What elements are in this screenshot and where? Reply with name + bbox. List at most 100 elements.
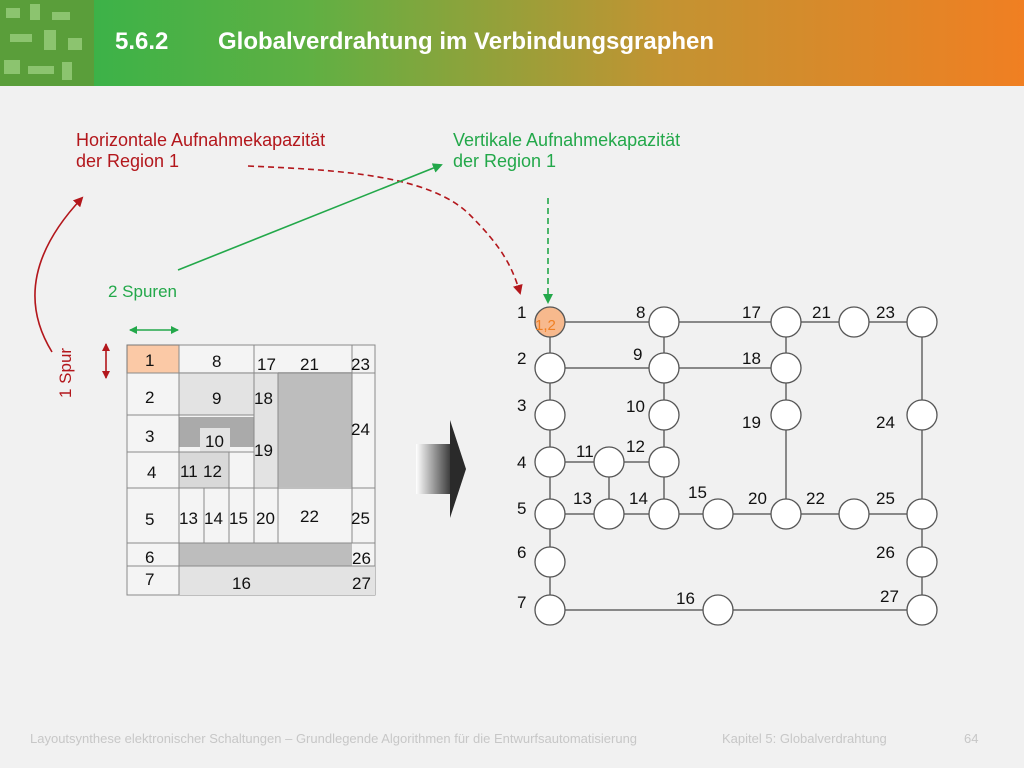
grid-region-7-label: 7 xyxy=(145,570,154,589)
grid-region-25-label: 25 xyxy=(351,509,370,528)
grid-region-14-label: 14 xyxy=(204,509,223,528)
graph-node-2-label: 2 xyxy=(517,349,526,368)
grid-region-18-label: 18 xyxy=(254,389,273,408)
graph-node-21-label: 21 xyxy=(812,303,831,322)
graph-node-7-label: 7 xyxy=(517,593,526,612)
graph-node-9-label: 9 xyxy=(633,345,642,364)
graph-node-22-label: 22 xyxy=(806,489,825,508)
graph-node-27 xyxy=(906,594,938,626)
graph-node-6 xyxy=(534,546,566,578)
graph-node-4-label: 4 xyxy=(517,453,526,472)
footer-course: Layoutsynthese elektronischer Schaltunge… xyxy=(30,731,638,746)
graph-node-16-label: 16 xyxy=(676,589,695,608)
graph-node-21 xyxy=(838,306,870,338)
graph-node-10-label: 10 xyxy=(626,397,645,416)
graph-node-23-label: 23 xyxy=(876,303,895,322)
graph-node-5 xyxy=(534,498,566,530)
graph-node-18-label: 18 xyxy=(742,349,761,368)
graph-node-12-label: 12 xyxy=(626,437,645,456)
grid-region-20-label: 20 xyxy=(256,509,275,528)
horizontal-capacity-arrow xyxy=(247,165,523,295)
graph-node-20-label: 20 xyxy=(748,489,767,508)
graph-node-18 xyxy=(770,352,802,384)
grid-region-9-label: 9 xyxy=(212,389,221,408)
graph-node-15-label: 15 xyxy=(688,483,707,502)
graph-node-15 xyxy=(702,498,734,530)
slide-header: 5.6.2 Globalverdrahtung im Verbindungsgr… xyxy=(0,0,1024,86)
graph-node-14-label: 14 xyxy=(629,489,648,508)
section-number: 5.6.2 xyxy=(115,28,169,55)
graph-node-26 xyxy=(906,546,938,578)
graph-node-16 xyxy=(702,594,734,626)
tracks-to-vertical-arrow xyxy=(177,163,443,271)
capacity-label: 1,2 xyxy=(535,317,556,334)
grid-region-16-label: 16 xyxy=(232,574,251,593)
graph-node-13-label: 13 xyxy=(573,489,592,508)
grid-region-26-label: 26 xyxy=(352,549,371,568)
grid-region-27-label: 27 xyxy=(352,574,371,593)
tracks-label: 2 Spuren xyxy=(108,282,177,301)
grid-region-5-label: 5 xyxy=(145,510,154,529)
graph-node-3 xyxy=(534,399,566,431)
graph-node-13 xyxy=(593,498,625,530)
graph-node-11-label: 11 xyxy=(576,442,594,461)
graph-node-24-label: 24 xyxy=(876,413,895,432)
grid-region-8-label: 8 xyxy=(212,352,221,371)
grid-region-22-label: 22 xyxy=(300,507,319,526)
grid-region-17-label: 17 xyxy=(257,355,276,374)
graph-node-8-label: 8 xyxy=(636,303,645,322)
graph-node-5-label: 5 xyxy=(517,499,526,518)
vertical-capacity-label: Vertikale Aufnahmekapazität der Region 1 xyxy=(453,130,681,171)
graph-node-7 xyxy=(534,594,566,626)
graph-node-4 xyxy=(534,446,566,478)
grid-region-23-label: 23 xyxy=(351,355,370,374)
footer-page: 64 xyxy=(964,731,979,746)
track-to-horizontal-arrow xyxy=(34,196,84,353)
graph-node-17 xyxy=(770,306,802,338)
graph-node-1-label: 1 xyxy=(517,303,526,322)
grid-region-13-label: 13 xyxy=(179,509,198,528)
graph-node-14 xyxy=(648,498,680,530)
footer-chapter: Kapitel 5: Globalverdrahtung xyxy=(722,731,887,746)
grid-region-24-label: 24 xyxy=(351,420,370,439)
graph-node-10 xyxy=(648,399,680,431)
grid-region-12-label: 12 xyxy=(203,462,222,481)
graph-node-24 xyxy=(906,399,938,431)
grid-region-11-label: 11 xyxy=(180,462,198,481)
graph-node-26-label: 26 xyxy=(876,543,895,562)
horizontal-capacity-label: Horizontale Aufnahmekapazität der Region… xyxy=(76,130,326,171)
grid-region-3-label: 3 xyxy=(145,427,154,446)
grid-region-15-label: 15 xyxy=(229,509,248,528)
graph-node-23 xyxy=(906,306,938,338)
grid-region-6-label: 6 xyxy=(145,548,154,567)
grid-region-10-label: 10 xyxy=(205,432,224,451)
grid-region-19-label: 19 xyxy=(254,441,273,460)
slide-title: Globalverdrahtung im Verbindungsgraphen xyxy=(218,28,715,55)
graph-node-20 xyxy=(770,498,802,530)
region-1-highlight xyxy=(126,344,180,374)
grid-region-1-label: 1 xyxy=(145,351,154,370)
graph-node-19-label: 19 xyxy=(742,413,761,432)
grid-region-4-label: 4 xyxy=(147,463,156,482)
graph-node-3-label: 3 xyxy=(517,396,526,415)
graph-node-6-label: 6 xyxy=(517,543,526,562)
graph-node-1 xyxy=(534,306,566,338)
graph-node-22 xyxy=(838,498,870,530)
grid-region-21-label: 21 xyxy=(300,355,319,374)
transform-arrow-icon xyxy=(416,420,466,518)
graph-node-25 xyxy=(906,498,938,530)
graph-node-8 xyxy=(648,306,680,338)
graph-node-25-label: 25 xyxy=(876,489,895,508)
grid-region-2-label: 2 xyxy=(145,388,154,407)
graph-node-27-label: 27 xyxy=(880,587,899,606)
circuit-logo-icon xyxy=(0,0,94,86)
graph-node-11 xyxy=(593,446,625,478)
graph-node-17-label: 17 xyxy=(742,303,761,322)
graph-node-19 xyxy=(770,399,802,431)
graph-node-9 xyxy=(648,352,680,384)
graph-node-12 xyxy=(648,446,680,478)
graph-node-2 xyxy=(534,352,566,384)
